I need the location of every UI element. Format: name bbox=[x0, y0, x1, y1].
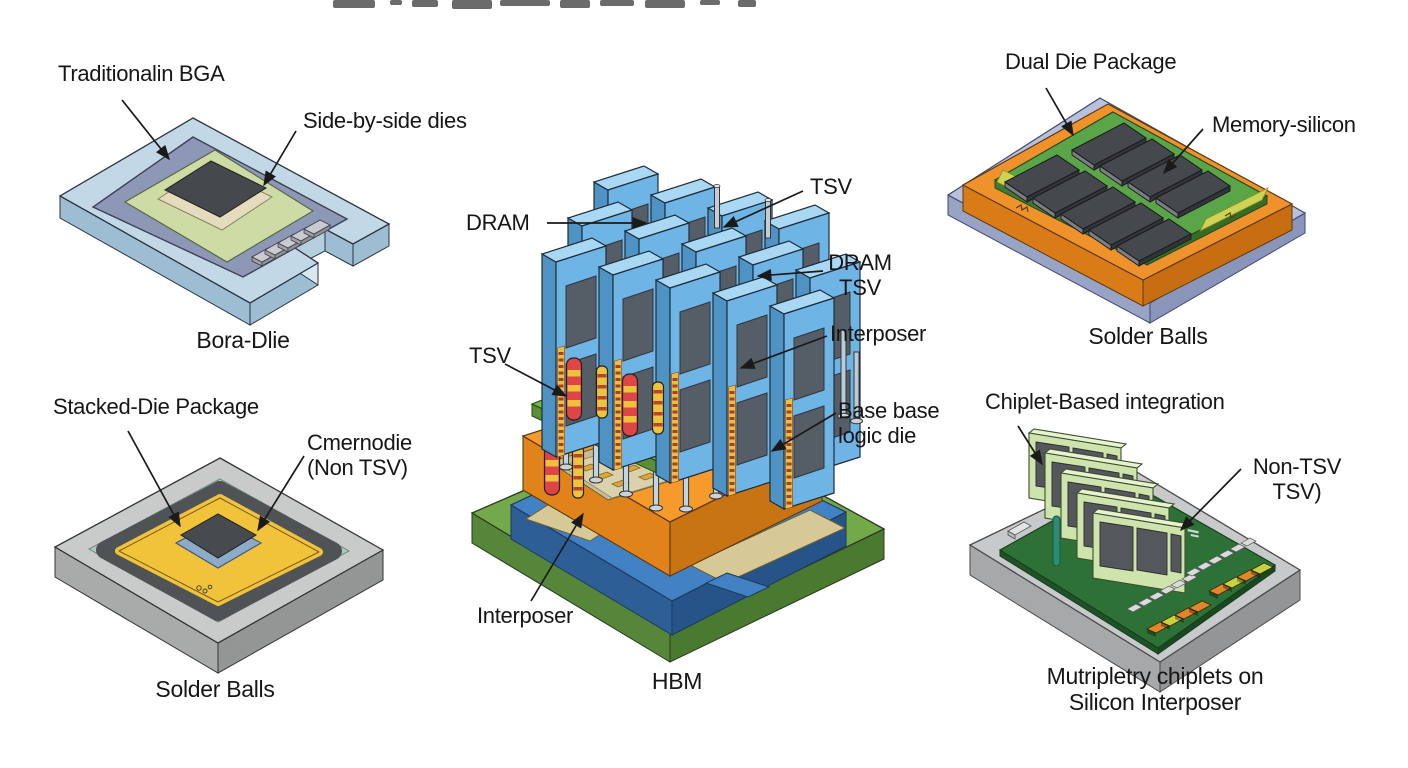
label-hbm-dram: DRAM bbox=[466, 210, 530, 235]
leader-bga-package bbox=[121, 99, 170, 161]
leader-stacked-package bbox=[127, 430, 181, 528]
leader-dual-package bbox=[1045, 87, 1074, 137]
label-hbm-interposer-bottom: Interposer bbox=[477, 603, 574, 628]
label-hbm-interposer-right: Interposer bbox=[830, 321, 927, 346]
leader-bga-dies bbox=[263, 130, 297, 187]
label-bga-dies: Side-by-side dies bbox=[303, 108, 467, 133]
caption-stacked: Solder Balls bbox=[155, 676, 275, 702]
label-hbm-tsv-top: TSV bbox=[810, 174, 852, 199]
label-hbm-tsv-left: TSV bbox=[469, 343, 511, 368]
caption-bga: Bora-Dlie bbox=[196, 327, 290, 353]
bga-die bbox=[163, 160, 268, 218]
leader-hbm-interposer-right bbox=[739, 335, 828, 369]
leader-hbm-tsv-top bbox=[722, 190, 804, 228]
leader-dual-memory bbox=[1163, 128, 1204, 175]
label-dual-memory: Memory-silicon bbox=[1212, 112, 1356, 137]
caption-dual: Solder Balls bbox=[1088, 323, 1208, 349]
label-stacked-package: Stacked-Die Package bbox=[53, 394, 259, 419]
stacked-die-art bbox=[53, 457, 385, 674]
label-hbm-base-logic: Base base logic die bbox=[838, 398, 940, 448]
label-hbm-dram-tsv: DRAM TSV bbox=[828, 250, 892, 300]
leader-hbm-dram-tsv bbox=[756, 269, 824, 281]
chiplet-rod bbox=[1052, 515, 1061, 567]
caption-chiplet: Mutripletry chiplets on Silicon Interpos… bbox=[1046, 663, 1264, 715]
hbm-art bbox=[470, 166, 886, 663]
leader-hbm-base-logic bbox=[770, 412, 837, 452]
chiplet-art bbox=[968, 428, 1302, 693]
bga-package-art bbox=[58, 117, 391, 326]
label-bga-package: Traditionalin BGA bbox=[58, 61, 225, 86]
dual-die-art bbox=[946, 97, 1307, 324]
label-stacked-die: Cmernodie (Non TSV) bbox=[307, 430, 412, 480]
leader-hbm-interposer-bottom bbox=[530, 512, 584, 602]
label-chiplet-integration: Chiplet-Based integration bbox=[985, 389, 1225, 414]
leader-chiplet-nontsv bbox=[1179, 468, 1242, 532]
leader-chiplet-integration bbox=[1017, 425, 1043, 466]
caption-hbm: HBM bbox=[651, 668, 703, 694]
leader-stacked-die bbox=[257, 455, 305, 532]
leader-lines bbox=[121, 87, 1242, 602]
label-chiplet-nontsv: Non-TSV TSV) bbox=[1252, 454, 1342, 504]
leader-hbm-tsv-left bbox=[504, 363, 568, 397]
label-dual-package: Dual Die Package bbox=[1005, 49, 1177, 74]
stacked-small-die bbox=[180, 513, 257, 559]
